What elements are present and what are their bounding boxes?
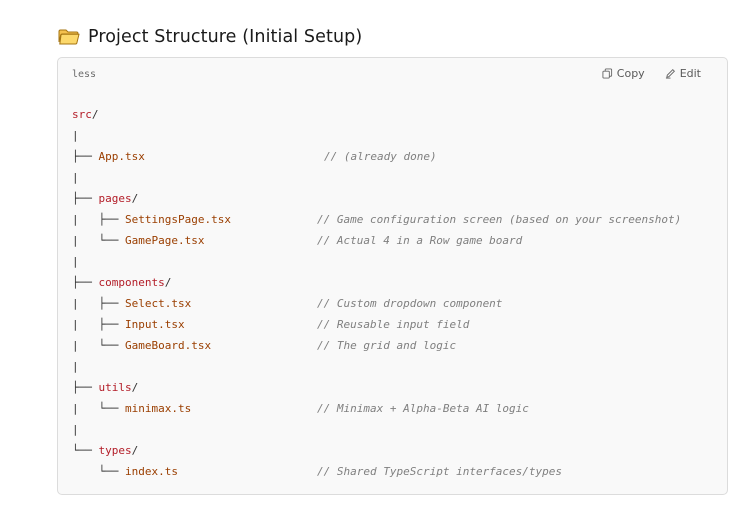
code-language-label: less [72, 69, 97, 80]
code-line: | └── GameBoard.tsx // The grid and logic [72, 335, 456, 356]
code-line: ├── components/ [72, 272, 231, 293]
file-name: index.ts [124, 465, 178, 478]
pencil-icon [665, 69, 675, 79]
edit-label: Edit [679, 67, 701, 80]
page-title: Project Structure (Initial Setup) [88, 27, 363, 47]
folder-name: components [98, 276, 165, 289]
folder-name: types [98, 444, 132, 457]
code-line: | ├── SettingsPage.tsx // Game configurat… [72, 209, 681, 230]
file-name: GameBoard.tsx [124, 339, 212, 352]
tree-connector: | ├── [72, 297, 125, 310]
code-line: | [72, 167, 231, 188]
tree-connector: | [72, 129, 79, 142]
code-line: └── types/ [72, 440, 231, 461]
code-line: ├── utils/ [72, 377, 231, 398]
copy-label: Copy [616, 67, 645, 80]
section-heading: Project Structure (Initial Setup) [58, 24, 362, 50]
code-line: | [72, 356, 231, 377]
tree-connector: | [72, 171, 79, 184]
code-block: less Copy Edit src/|├── App.tsx// (alrea… [57, 57, 728, 495]
tree-connector: | ├── [72, 213, 125, 226]
code-comment: // Minimax + Alpha-Beta AI logic [317, 402, 529, 415]
tree-connector: | [72, 360, 79, 373]
copy-icon [602, 68, 612, 79]
code-line: | [72, 125, 231, 146]
tree-connector: ├── [72, 150, 99, 163]
code-comment: // Game configuration screen (based on y… [317, 213, 682, 226]
code-comment: // Custom dropdown component [317, 297, 503, 310]
code-comment: // The grid and logic [317, 339, 457, 352]
folder-name: utils [98, 381, 132, 394]
code-line: | [72, 251, 231, 272]
file-name: Input.tsx [124, 318, 185, 331]
code-content: src/|├── App.tsx// (already done)|├── pa… [72, 104, 681, 482]
code-line: | ├── Input.tsx // Reusable input field [72, 314, 469, 335]
file-name: Select.tsx [124, 297, 192, 310]
code-line: | ├── Select.tsx // Custom dropdown compo… [72, 293, 502, 314]
code-line: src/ [72, 104, 231, 125]
path-suffix: / [164, 276, 172, 289]
tree-connector: ├── [72, 381, 99, 394]
path-suffix: / [131, 381, 139, 394]
path-suffix: / [131, 444, 139, 457]
code-comment: // Reusable input field [317, 318, 470, 331]
code-line: └── index.ts // Shared TypeScript interfa… [72, 461, 562, 482]
tree-connector: | [72, 423, 79, 436]
folder-icon [58, 28, 80, 46]
code-comment: // Actual 4 in a Row game board [317, 234, 523, 247]
file-name: GamePage.tsx [124, 234, 205, 247]
copy-button[interactable]: Copy [602, 67, 645, 80]
folder-name: src [72, 108, 92, 121]
code-line: | └── minimax.ts // Minimax + Alpha-Beta … [72, 398, 529, 419]
tree-connector: ├── [72, 192, 99, 205]
code-comment: // (already done) [324, 150, 437, 163]
code-line: | └── GamePage.tsx // Actual 4 in a Row g… [72, 230, 522, 251]
folder-name: pages [98, 192, 132, 205]
code-toolbar: Copy Edit [602, 67, 701, 80]
file-name: SettingsPage.tsx [124, 213, 231, 226]
tree-connector: | [72, 255, 79, 268]
code-line: ├── App.tsx // (already done) [72, 146, 437, 167]
path-suffix: / [131, 192, 139, 205]
tree-connector: | └── [72, 339, 125, 352]
code-comment: // Shared TypeScript interfaces/types [317, 465, 563, 478]
code-line: ├── pages/ [72, 188, 231, 209]
edit-button[interactable]: Edit [665, 67, 701, 80]
path-suffix: / [91, 108, 99, 121]
tree-connector: └── [72, 465, 125, 478]
tree-connector: └── [72, 444, 99, 457]
file-name: minimax.ts [124, 402, 192, 415]
tree-connector: | └── [72, 234, 125, 247]
code-line: | [72, 419, 231, 440]
tree-connector: | ├── [72, 318, 125, 331]
file-name: App.tsx [98, 150, 145, 163]
tree-connector: ├── [72, 276, 99, 289]
tree-connector: | └── [72, 402, 125, 415]
